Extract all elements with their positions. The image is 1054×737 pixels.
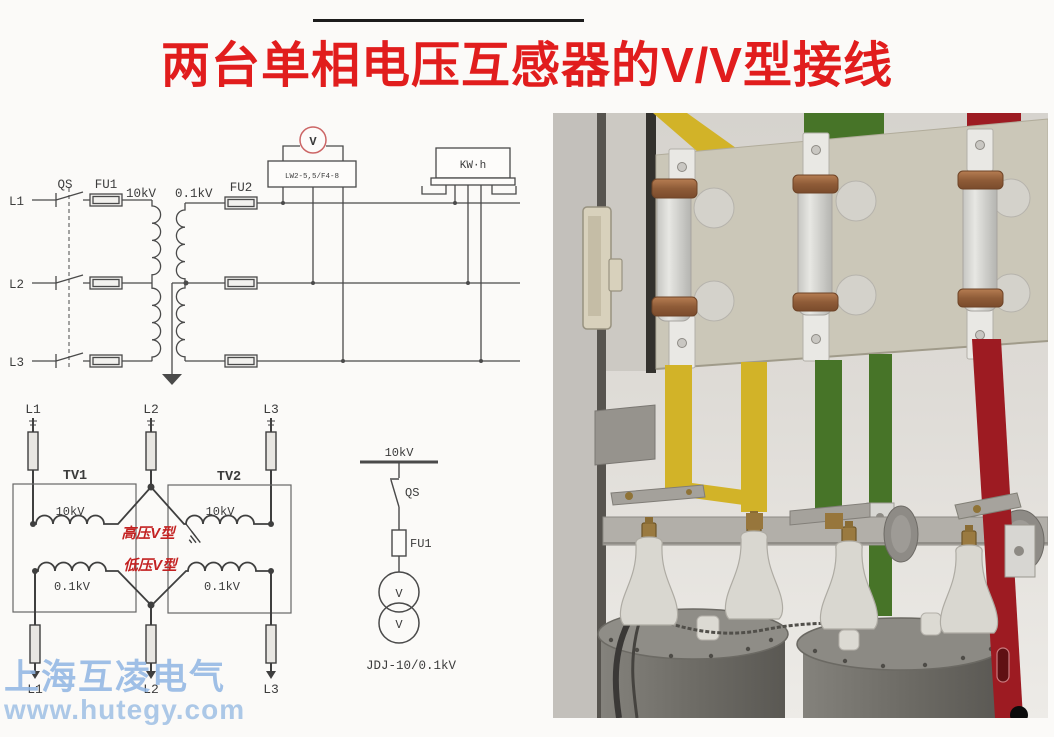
tv2-lv-winding bbox=[151, 561, 271, 606]
video-artifact-line bbox=[313, 19, 584, 22]
vt-model-label: JDJ-10/0.1kV bbox=[366, 659, 457, 673]
voltmeter-icon bbox=[299, 126, 327, 154]
copper-clamp bbox=[792, 292, 839, 312]
bushing-4 bbox=[939, 525, 999, 634]
copper-clamp bbox=[792, 174, 839, 194]
sl-qs-label: QS bbox=[405, 486, 419, 500]
busbar-red-lower bbox=[972, 339, 1023, 718]
energy-meter-box bbox=[435, 147, 511, 179]
ground-symbol bbox=[162, 374, 182, 385]
tv1-hv-label: 10kV bbox=[56, 505, 86, 519]
page-title: 两台单相电压互感器的V/V型接线 bbox=[161, 39, 893, 93]
hv-fuse-1 bbox=[651, 148, 735, 369]
hv-label: 10kV bbox=[126, 187, 157, 201]
red-busbar-slot bbox=[996, 647, 1010, 683]
tv2-label: TV2 bbox=[217, 470, 241, 485]
bus-voltage-label: 10kV bbox=[385, 446, 415, 460]
hv-type-label: 高压V型 bbox=[121, 525, 177, 542]
energy-meter-label: KW·h bbox=[460, 160, 486, 172]
phase-l2-label: L2 bbox=[9, 278, 24, 292]
bushing-3 bbox=[819, 521, 879, 630]
porcelain-bushings bbox=[619, 511, 999, 634]
fu2-fuses bbox=[224, 196, 258, 368]
tv1-lv-label: 0.1kV bbox=[54, 580, 91, 594]
copper-clamp bbox=[957, 170, 1004, 190]
tv1-lv-winding bbox=[35, 561, 152, 606]
copper-clamp bbox=[651, 178, 698, 199]
busbars-lower bbox=[665, 354, 895, 616]
fu1-label: FU1 bbox=[95, 178, 118, 192]
vt-circle-2 bbox=[378, 602, 420, 644]
tv2-box bbox=[167, 484, 292, 614]
vt-v1-label: V bbox=[395, 587, 403, 601]
vv-top-l2: L2 bbox=[143, 402, 159, 417]
voltmeter-label: V bbox=[309, 135, 317, 149]
tv2-hv-winding bbox=[150, 486, 271, 525]
tv1-box bbox=[12, 483, 137, 613]
equipment-photo bbox=[553, 113, 1049, 724]
vv-bottom-l2: L2 bbox=[143, 682, 159, 697]
phase-l3-label: L3 bbox=[9, 356, 24, 370]
lv-type-label: 低压V型 bbox=[123, 557, 179, 574]
fuse-symbol bbox=[391, 529, 407, 557]
busbar-yellow-b bbox=[741, 362, 767, 512]
neutral-ground-mark bbox=[185, 523, 201, 544]
vv-top-l1: L1 bbox=[25, 402, 41, 417]
selector-switch-label: LW2-5,5/F4-8 bbox=[285, 173, 339, 181]
tv2-hv-label: 10kV bbox=[206, 505, 236, 519]
three-phase-schematic bbox=[32, 126, 520, 385]
three-phase-schematic-labels: L1 L2 L3 QS FU1 10kV 0.1kV FU2 V LW2-5,5… bbox=[9, 135, 486, 370]
fu2-label: FU2 bbox=[230, 181, 253, 195]
equipment-photo-art bbox=[553, 113, 1049, 724]
copper-clamp bbox=[651, 296, 698, 317]
corner-bracket bbox=[594, 404, 656, 466]
vt-v2-label: V bbox=[395, 618, 403, 632]
busbar-green-b bbox=[869, 354, 892, 616]
hv-fuse-3 bbox=[957, 128, 1031, 360]
secondary-wiring-braid bbox=[652, 616, 859, 635]
top-fuses bbox=[27, 431, 277, 471]
selector-switch-box bbox=[267, 160, 357, 188]
bushing-1 bbox=[619, 517, 679, 626]
fu1-fuses bbox=[89, 193, 123, 368]
vv-bottom-l1: L1 bbox=[27, 682, 43, 697]
vt-circle-1 bbox=[378, 571, 420, 613]
vv-bottom-l3: L3 bbox=[263, 682, 279, 697]
tv2-lv-label: 0.1kV bbox=[204, 580, 241, 594]
single-line-diagram bbox=[360, 460, 438, 644]
tv1-label: TV1 bbox=[63, 469, 87, 484]
qs-label: QS bbox=[57, 178, 72, 192]
busbar-green-a bbox=[815, 360, 842, 510]
terminal-hardware bbox=[610, 484, 1022, 529]
single-line-labels: 10kV QS FU1 V V JDJ-10/0.1kV bbox=[366, 446, 457, 673]
lv-label: 0.1kV bbox=[175, 187, 213, 201]
bottom-fuses bbox=[29, 624, 277, 664]
vv-top-l3: L3 bbox=[263, 402, 279, 417]
hv-fuse-2 bbox=[792, 132, 877, 362]
busbar-yellow-a bbox=[665, 365, 692, 491]
phase-l1-label: L1 bbox=[9, 195, 24, 209]
tv1-hv-winding bbox=[33, 486, 152, 525]
primary-winding bbox=[151, 200, 162, 362]
copper-clamp bbox=[957, 288, 1004, 308]
vv-diagram-labels: L1 L2 L3 TV1 TV2 10kV 10kV 0.1kV 0.1kV 高… bbox=[25, 402, 279, 697]
cabinet-door-edge bbox=[553, 113, 656, 718]
vv-connection-diagram bbox=[12, 418, 292, 679]
circuit-diagrams: L1 L2 L3 QS FU1 10kV 0.1kV FU2 V LW2-5,5… bbox=[9, 126, 520, 697]
sl-fu-label: FU1 bbox=[410, 537, 432, 551]
